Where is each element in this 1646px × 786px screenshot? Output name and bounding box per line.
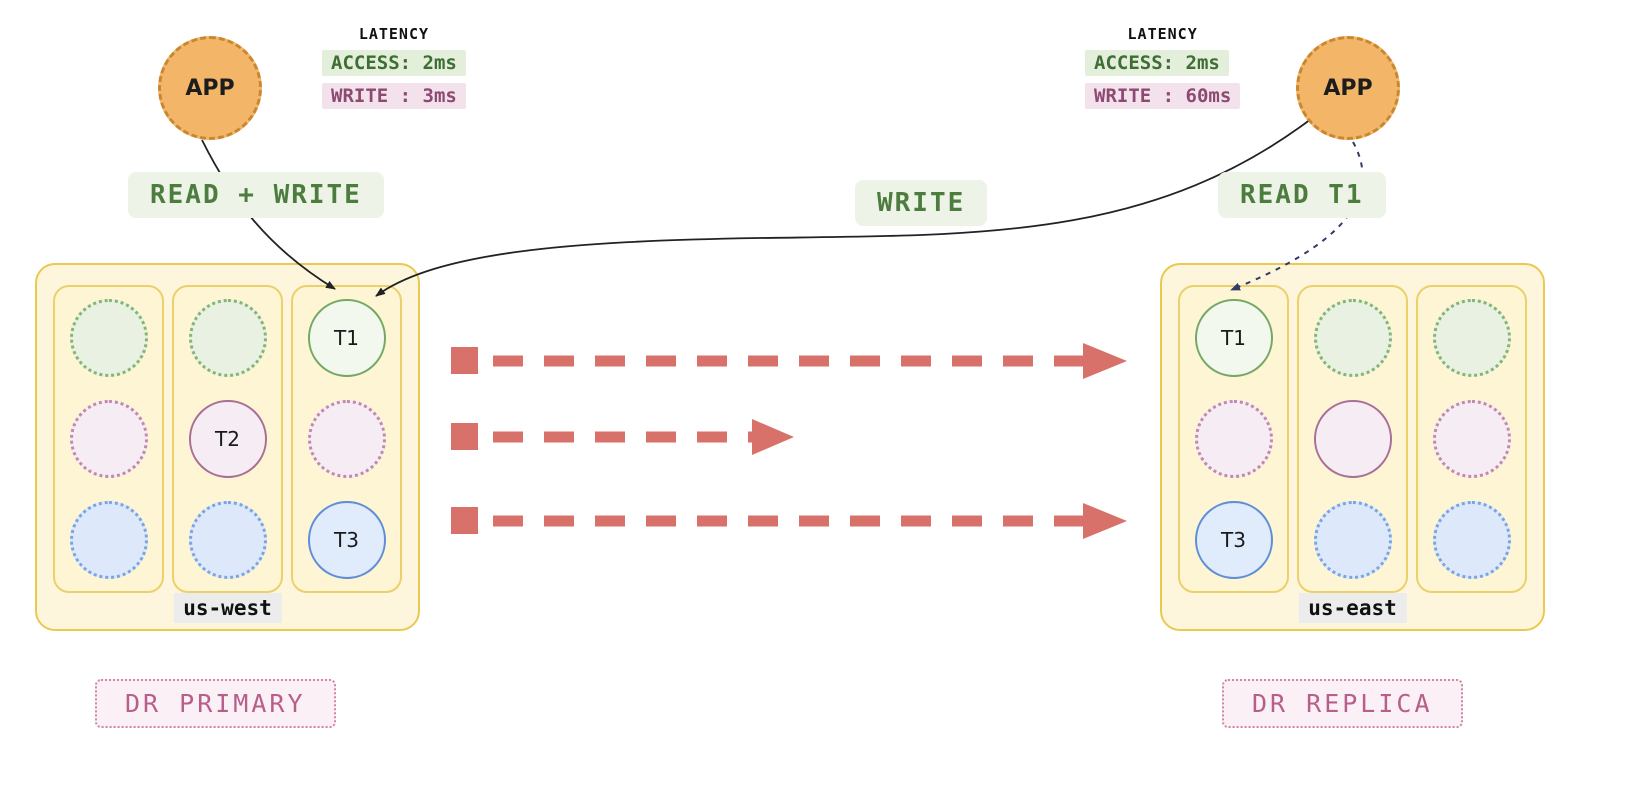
- node-label: T1: [334, 326, 359, 350]
- replication-arrow-1: [451, 343, 1127, 379]
- node-label: T3: [334, 528, 359, 552]
- latency-panel-east: LATENCY ACCESS: 2ms WRITE : 60ms: [1085, 25, 1241, 116]
- table-node-t3: T3: [1194, 501, 1273, 579]
- app-label: APP: [1323, 75, 1373, 101]
- cluster-us-west: T2 T1 T3 us-west: [35, 263, 420, 631]
- empty-slot-pink: [1194, 400, 1273, 478]
- table-node-t1: T1: [307, 299, 386, 377]
- node-group-3: T1 T3: [291, 285, 402, 593]
- empty-slot-green: [69, 299, 148, 377]
- cluster-name-us-west: us-west: [173, 593, 282, 623]
- dr-primary-badge: DR PRIMARY: [95, 679, 336, 728]
- empty-slot-pink: [69, 400, 148, 478]
- table-node-t1: T1: [1194, 299, 1273, 377]
- cluster-name-us-east: us-east: [1298, 593, 1407, 623]
- empty-slot-pink: [307, 400, 386, 478]
- read-t1-label: READ T1: [1218, 172, 1386, 218]
- cluster-us-east: T1 T3 us-east: [1160, 263, 1545, 631]
- replication-arrow-3: [451, 503, 1127, 539]
- latency-title: LATENCY: [358, 25, 430, 43]
- latency-access-row: ACCESS: 2ms: [322, 50, 466, 76]
- node-group-1: [53, 285, 164, 593]
- empty-slot-blue: [1432, 501, 1511, 579]
- latency-access-row: ACCESS: 2ms: [1085, 50, 1229, 76]
- empty-slot-green: [1313, 299, 1392, 377]
- empty-slot-blue: [1313, 501, 1392, 579]
- write-label: WRITE: [855, 180, 988, 226]
- app-node-west: APP: [158, 36, 262, 140]
- node-group-3: [1416, 285, 1527, 593]
- dr-replica-badge: DR REPLICA: [1222, 679, 1463, 728]
- table-node-t3: T3: [307, 501, 386, 579]
- app-node-east: APP: [1296, 36, 1400, 140]
- read-write-label: READ + WRITE: [128, 172, 384, 218]
- node-group-2: [1297, 285, 1408, 593]
- latency-title: LATENCY: [1127, 25, 1198, 43]
- latency-write-row: WRITE : 60ms: [1085, 83, 1241, 109]
- latency-panel-west: LATENCY ACCESS: 2ms WRITE : 3ms: [322, 25, 466, 116]
- node-label: T2: [215, 427, 240, 451]
- latency-write-row: WRITE : 3ms: [322, 83, 466, 109]
- node-label: T3: [1221, 528, 1246, 552]
- empty-slot-blue: [188, 501, 267, 579]
- replication-arrow-2: [451, 419, 794, 455]
- table-node-t2: T2: [188, 400, 267, 478]
- empty-slot-pink: [1432, 400, 1511, 478]
- table-node-unlabeled: [1313, 400, 1392, 478]
- empty-slot-green: [188, 299, 267, 377]
- node-label: T1: [1221, 326, 1246, 350]
- node-group-2: T2: [172, 285, 283, 593]
- empty-slot-blue: [69, 501, 148, 579]
- node-group-1: T1 T3: [1178, 285, 1289, 593]
- app-label: APP: [185, 75, 235, 101]
- empty-slot-green: [1432, 299, 1511, 377]
